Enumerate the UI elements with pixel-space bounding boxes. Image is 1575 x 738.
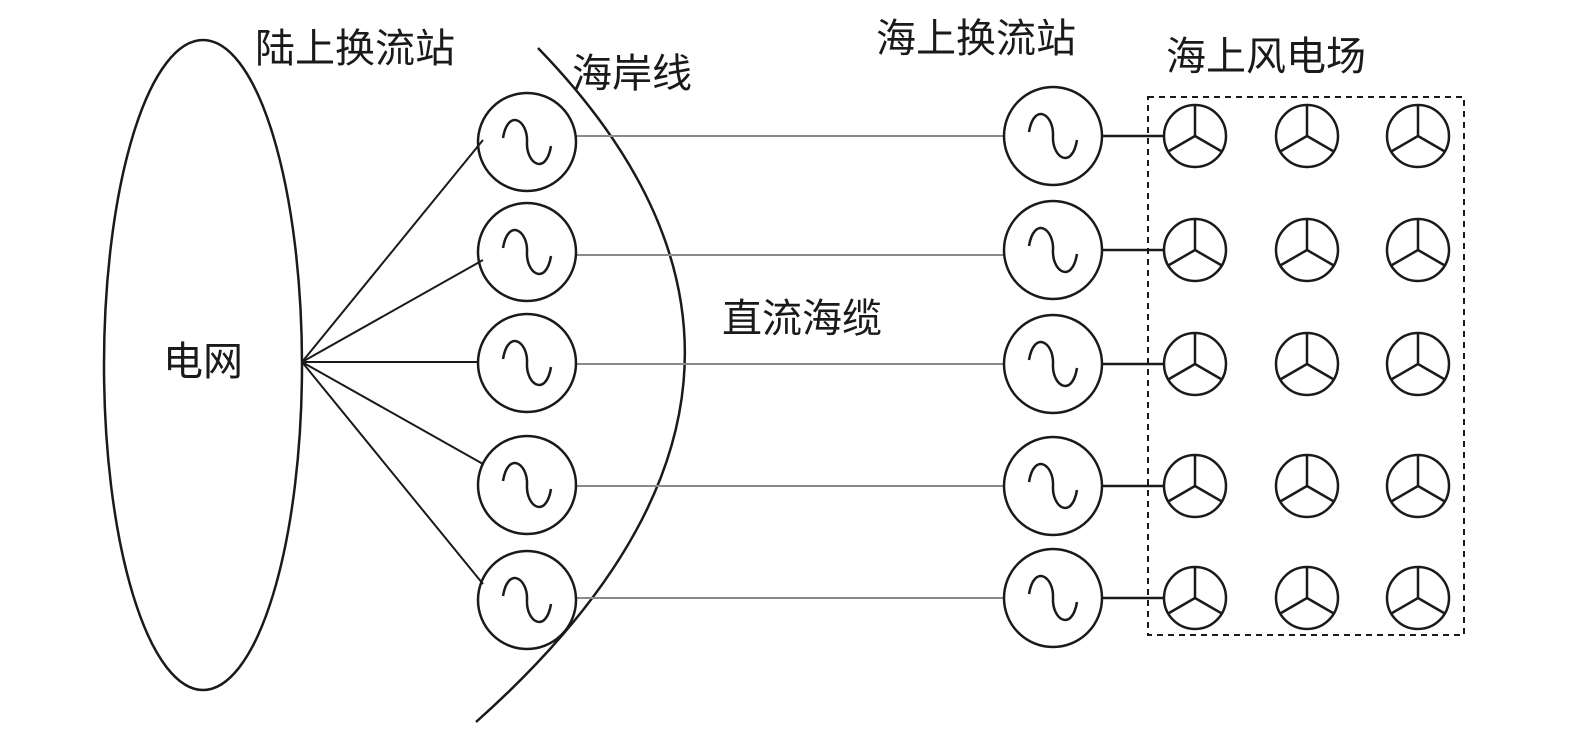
onshore-station-label: 陆上换流站: [255, 26, 455, 72]
wind-turbine-icon: [1274, 331, 1340, 397]
wind-turbine-icon: [1385, 103, 1451, 169]
dc-cable-label: 直流海缆: [722, 296, 882, 342]
grid-connection-line: [301, 139, 484, 363]
coastline-label: 海岸线: [572, 51, 692, 97]
grid-connections: [301, 139, 484, 585]
ac-source-icon: [476, 549, 578, 651]
wind-turbine-icon: [1274, 565, 1340, 631]
coastline-curve: [475, 47, 687, 723]
onshore-converters: [476, 91, 578, 651]
offshore-station-label: 海上换流站: [876, 16, 1076, 62]
wind-turbine-icon: [1274, 453, 1340, 519]
ac-source-icon: [1002, 547, 1104, 649]
wind-turbine-icon: [1274, 103, 1340, 169]
offshore-wind-farm-label: 海上风电场: [1166, 34, 1366, 80]
ac-source-icon: [1002, 199, 1104, 301]
wind-turbine-icon: [1162, 453, 1228, 519]
ac-source-icon: [1002, 435, 1104, 537]
grid-connection-line: [301, 259, 484, 363]
wind-turbine-icon: [1162, 217, 1228, 283]
grid-ellipse: [102, 38, 304, 692]
offshore-converters: [1002, 85, 1104, 649]
wind-turbine-icon: [1385, 453, 1451, 519]
farm-connectors: [1102, 134, 1164, 600]
grid-connection-line: [301, 361, 484, 465]
dc-cables: [575, 135, 1005, 599]
wind-turbine-icon: [1385, 217, 1451, 283]
ac-source-icon: [476, 91, 578, 193]
wind-farm-boundary: [1147, 96, 1465, 636]
ac-source-icon: [476, 434, 578, 536]
wind-turbine-icon: [1385, 331, 1451, 397]
grid-label: 电网: [163, 339, 243, 385]
wind-turbines: [1162, 103, 1451, 631]
wind-turbine-icon: [1162, 331, 1228, 397]
ac-source-icon: [1002, 85, 1104, 187]
wind-turbine-icon: [1162, 565, 1228, 631]
ac-source-icon: [1002, 313, 1104, 415]
wind-turbine-icon: [1385, 565, 1451, 631]
wind-turbine-icon: [1274, 217, 1340, 283]
wind-turbine-icon: [1162, 103, 1228, 169]
ac-source-icon: [476, 312, 578, 414]
ac-source-icon: [476, 201, 578, 303]
grid-connection-line: [301, 361, 484, 585]
